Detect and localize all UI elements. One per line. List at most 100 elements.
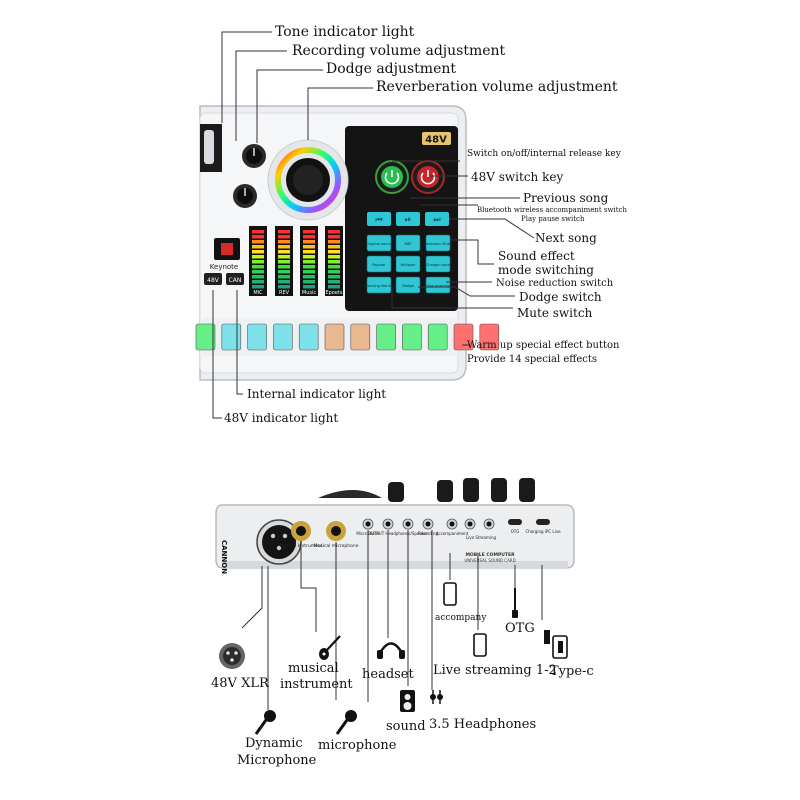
callout-otg: OTG	[505, 621, 535, 636]
meter-segment	[303, 230, 315, 234]
mode-key-label: Original sound	[366, 242, 392, 246]
recording-volume-knob[interactable]	[242, 144, 266, 168]
effect-key[interactable]	[247, 323, 267, 351]
callout-dynamic-2: Microphone	[237, 753, 317, 768]
switch-48v[interactable]	[411, 160, 445, 194]
callout-live-streaming: Live streaming 1-2	[433, 663, 557, 678]
type-c-charger-icon	[544, 630, 568, 659]
effect-key[interactable]	[195, 323, 216, 351]
mode-key[interactable]	[395, 276, 421, 294]
charging-port[interactable]	[536, 519, 550, 525]
power-switch[interactable]	[375, 160, 409, 194]
otg-port[interactable]	[508, 519, 522, 525]
keynote-display: Keynote	[210, 238, 240, 271]
effect-key[interactable]	[427, 323, 448, 351]
top-callout-lines	[212, 31, 535, 419]
effect-key[interactable]	[273, 323, 293, 351]
meter-label-0: MIC	[253, 290, 263, 296]
effect-key[interactable]	[298, 323, 319, 351]
callout-sound-effect-1: Sound effect	[498, 249, 575, 263]
meter-segment	[303, 250, 315, 254]
effect-key[interactable]	[350, 323, 371, 351]
speaker-icon	[400, 690, 415, 712]
meter-segment	[278, 240, 290, 244]
audio-jack-hole	[486, 521, 492, 527]
meter-segment	[278, 285, 290, 289]
callout-warm-up-1: Warm up special effect button	[467, 340, 620, 351]
callout-48v-switch: 48V switch key	[471, 170, 564, 184]
meter-segment	[303, 245, 315, 249]
audio-jack-hole	[449, 521, 455, 527]
audio-jack-hole	[365, 521, 371, 527]
callout-3-5-headphones: 3.5 Headphones	[429, 717, 537, 732]
callout-tone-indicator: Tone indicator light	[275, 24, 415, 40]
callout-dodge-adjustment: Dodge adjustment	[326, 61, 456, 77]
otg-cable-icon	[512, 588, 518, 618]
back-panel: CANNON Musical Instrument Musical microp…	[215, 478, 575, 574]
small-key-can: CAN	[229, 277, 242, 284]
meter-segment	[252, 235, 264, 239]
badge-48v: 48V	[425, 135, 447, 146]
callout-recording-volume: Recording volume adjustment	[292, 43, 506, 59]
effect-key[interactable]	[324, 323, 345, 351]
mode-key[interactable]	[395, 234, 421, 252]
mode-key[interactable]	[425, 255, 451, 273]
meter-segment	[252, 270, 264, 274]
meter-segment	[328, 255, 340, 259]
meter-label-3: Epoets	[325, 290, 342, 296]
mode-key[interactable]	[425, 234, 451, 252]
meter-segment	[252, 240, 264, 244]
meter-segment	[328, 275, 340, 279]
meter-segment	[278, 260, 290, 264]
microphone-icon-dynamic	[254, 710, 276, 735]
previous-song-key[interactable]	[367, 212, 391, 226]
guitar-icon	[319, 635, 341, 660]
callout-mute-switch: Mute switch	[517, 306, 593, 320]
meter-segment	[328, 260, 340, 264]
meter-segment	[328, 240, 340, 244]
dodge-knob[interactable]	[233, 184, 257, 208]
mode-key[interactable]	[395, 255, 421, 273]
callout-type-c: Type-c	[550, 664, 594, 679]
meter-segment	[328, 270, 340, 274]
mode-key-label: Popular	[372, 263, 386, 267]
next-icon: ⏭	[433, 215, 440, 224]
headset-icon	[377, 642, 405, 659]
mode-key[interactable]	[366, 255, 392, 273]
meter-segment	[303, 285, 315, 289]
mode-key[interactable]	[366, 234, 392, 252]
mic-jack[interactable]	[326, 521, 346, 541]
xlr-port[interactable]	[256, 519, 302, 565]
next-song-key[interactable]	[425, 212, 449, 226]
callout-instrument: instrument	[280, 677, 353, 692]
mode-key-label: Electronic Music	[423, 242, 452, 246]
meter-label-1: REV	[279, 290, 290, 296]
instrument-jack[interactable]	[291, 521, 311, 541]
effect-key[interactable]	[221, 323, 242, 351]
callout-accompany: accompany	[435, 613, 487, 623]
effect-key[interactable]	[453, 323, 474, 351]
callout-next-song: Next song	[535, 231, 597, 245]
play-pause-key[interactable]	[396, 212, 420, 226]
callout-sound: sound	[386, 719, 426, 734]
meter-segment	[328, 265, 340, 269]
meter-segment	[303, 235, 315, 239]
callout-sound-effect-2: mode switching	[498, 263, 594, 277]
meter-label-2: Music	[302, 290, 316, 296]
port-label-charging: Charging iPC Live	[525, 529, 561, 534]
effect-key[interactable]	[479, 323, 500, 351]
microphone-icon	[335, 710, 357, 735]
callout-noise-reduction: Noise reduction switch	[496, 278, 614, 289]
effect-key[interactable]	[402, 323, 422, 351]
effect-key[interactable]	[376, 323, 396, 351]
mode-key[interactable]	[425, 276, 451, 294]
mode-key[interactable]	[366, 276, 392, 294]
meter-segment	[252, 250, 264, 254]
meter-segment	[303, 280, 315, 284]
indicator-keys: 48V CAN	[204, 273, 244, 285]
meter-segment	[328, 285, 340, 289]
callout-microphone: microphone	[318, 738, 397, 753]
meter-segment	[278, 255, 290, 259]
meter-segment	[328, 245, 340, 249]
reverberation-knob[interactable]	[267, 139, 349, 221]
